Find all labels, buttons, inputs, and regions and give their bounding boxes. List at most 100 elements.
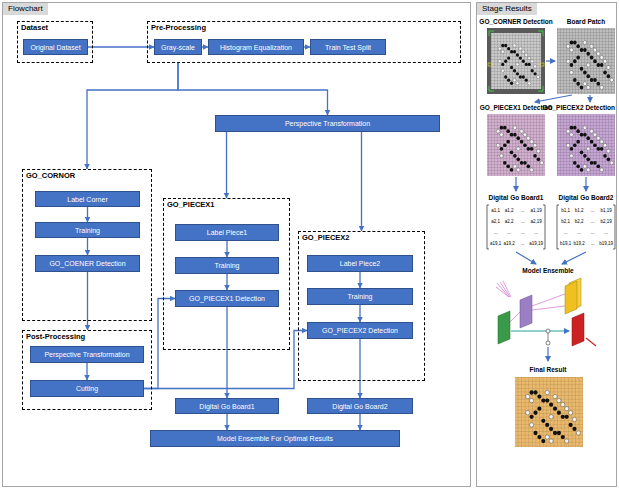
process-box: Model Ensemble For Optimal Results xyxy=(150,430,400,447)
matrix-cell: ... xyxy=(591,230,595,235)
process-label: Digital Go Board2 xyxy=(332,402,387,411)
process-box: Train Test Split xyxy=(310,39,386,55)
group-title: GO_PIECEX1 xyxy=(167,200,215,209)
stage-label: Final Result xyxy=(530,366,567,374)
group-box: DatasetOriginal Dataset xyxy=(17,21,93,63)
group-title: GO_CORNOR xyxy=(26,171,75,180)
flow-arrow xyxy=(86,363,87,380)
matrix-cell: ... xyxy=(604,230,608,235)
matrix-cell: ... xyxy=(534,230,538,235)
panel-heading: Stage Results xyxy=(477,3,537,15)
process-box: Training xyxy=(175,257,279,274)
stage-label: Digital Go Board1 xyxy=(489,194,544,202)
process-box: Label Piece1 xyxy=(175,224,279,241)
matrix-cell: ... xyxy=(507,230,511,235)
flow-arrow xyxy=(226,132,227,198)
matrix-cell: ... xyxy=(521,241,525,246)
matrix-cell: a19,19 xyxy=(529,241,543,246)
process-label: Histogram Equalization xyxy=(220,43,292,52)
process-box: Perspective Transformation xyxy=(215,115,440,132)
process-label: Digital Go Board1 xyxy=(199,402,254,411)
flow-arrow xyxy=(361,132,362,231)
matrix-cell: a2,2 xyxy=(505,219,514,224)
process-label: Original Dataset xyxy=(30,43,80,52)
matrix-cell: b19,1 xyxy=(560,241,571,246)
matrix-cell: b19,2 xyxy=(574,241,585,246)
flow-arrow xyxy=(359,339,360,398)
process-box: GO_COENER Detection xyxy=(35,255,140,272)
process-label: Label Piece2 xyxy=(340,259,380,268)
flow-arrow xyxy=(178,63,328,115)
panel-frame: FlowchartDatasetOriginal Dataset Pre-Proc… xyxy=(2,2,471,487)
process-label: GO_PIECEX1 Detection xyxy=(189,294,265,303)
process-label: Model Ensemble For Optimal Results xyxy=(217,434,333,443)
matrix-cell: a2,19 xyxy=(531,219,542,224)
group-box: Pre-ProcessingGray-scaleHistogram Equali… xyxy=(147,21,461,63)
matrix-cell: ... xyxy=(494,230,498,235)
process-box: Cutting xyxy=(30,380,144,397)
matrix-cell: b2,19 xyxy=(601,219,612,224)
process-box: Training xyxy=(307,288,413,305)
matrix-cell: b1,19 xyxy=(601,208,612,213)
process-box: Original Dataset xyxy=(23,39,88,55)
stage-label: Model Ensemble xyxy=(522,267,573,275)
process-box: Digital Go Board1 xyxy=(175,398,279,414)
process-box: GO_PIECEX1 Detection xyxy=(175,290,279,307)
matrix-cell: ... xyxy=(521,208,525,213)
matrix-cell: ... xyxy=(521,230,525,235)
group-title: Dataset xyxy=(21,23,48,32)
stage-label: GO_PIECEX1 Detection xyxy=(480,104,553,112)
process-label: Training xyxy=(347,292,372,301)
process-box: Gray-scale xyxy=(154,39,202,55)
process-label: Training xyxy=(214,261,239,270)
flow-arrow xyxy=(226,307,227,398)
matrix-cell: ... xyxy=(521,219,525,224)
matrix-cell: b2,2 xyxy=(575,219,584,224)
matrix-cell: ... xyxy=(591,219,595,224)
flow-arrow xyxy=(87,63,178,169)
process-box: Perspective Transformation xyxy=(30,346,144,363)
flow-arrow xyxy=(359,305,360,322)
panel-heading: Flowchart xyxy=(3,3,48,15)
flow-arrow xyxy=(359,414,360,430)
group-box: GO_PIECEX2Label Piece2TrainingGO_PIECEX2… xyxy=(298,231,425,381)
matrix-cell: ... xyxy=(564,230,568,235)
flow-arrow xyxy=(144,331,307,389)
stage-label: GO_CORNER Detection xyxy=(479,18,552,26)
process-label: Gray-scale xyxy=(161,43,195,52)
flow-arrow xyxy=(226,274,227,290)
process-box: Histogram Equalization xyxy=(208,39,304,55)
process-label: Perspective Transformation xyxy=(285,119,370,128)
flow-arrow xyxy=(226,414,227,430)
process-label: Label Piece1 xyxy=(207,228,247,237)
flow-arrow xyxy=(88,46,154,47)
matrix-cell: ... xyxy=(591,241,595,246)
process-label: Cutting xyxy=(76,384,98,393)
matrix-cell: b19,19 xyxy=(599,241,613,246)
process-box: Digital Go Board2 xyxy=(307,398,413,414)
matrix-cell: a1,19 xyxy=(531,208,542,213)
flow-arrow xyxy=(226,241,227,257)
matrix-cell: ... xyxy=(591,208,595,213)
group-box: Post-ProcessingPerspective Transformatio… xyxy=(22,330,152,410)
flow-arrow xyxy=(144,299,175,389)
group-box: GO_PIECEX1Label Piece1TrainingGO_PIECEX1… xyxy=(163,198,290,350)
matrix-cell: a1,1 xyxy=(491,208,500,213)
process-box: Label Piece2 xyxy=(307,255,413,272)
process-box: Label Corner xyxy=(35,191,140,207)
flow-arrow xyxy=(87,272,88,330)
group-title: GO_PIECEX2 xyxy=(302,233,350,242)
process-box: GO_PIECEX2 Detection xyxy=(307,322,413,339)
matrix-cell: b1,2 xyxy=(575,208,584,213)
matrix-cell: a19,2 xyxy=(504,241,515,246)
group-box: GO_CORNORLabel CornerTrainingGO_COENER D… xyxy=(22,169,152,321)
process-label: GO_COENER Detection xyxy=(49,259,125,268)
flow-arrow xyxy=(359,272,360,288)
stage-label: Board Patch xyxy=(567,18,605,26)
stage-label: Digital Go Board2 xyxy=(559,194,614,202)
matrix-cell: a2,1 xyxy=(491,219,500,224)
matrix-cell: a1,2 xyxy=(505,208,514,213)
